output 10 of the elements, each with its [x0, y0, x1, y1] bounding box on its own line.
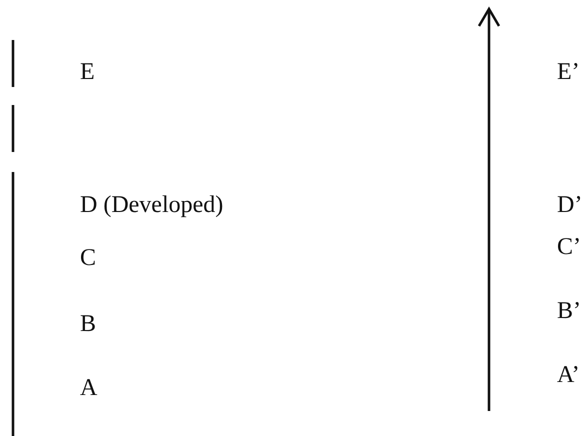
level-label: D’	[557, 191, 582, 219]
level-label: A	[80, 374, 98, 402]
level-label: E	[80, 58, 95, 86]
level-label: D (Developed)	[80, 191, 224, 219]
level-label: A’	[557, 361, 580, 389]
level-label: B	[80, 310, 96, 338]
level-label: B’	[557, 297, 581, 325]
level-label: C	[80, 244, 96, 272]
level-label: E’	[557, 58, 580, 86]
level-label: C’	[557, 233, 581, 261]
